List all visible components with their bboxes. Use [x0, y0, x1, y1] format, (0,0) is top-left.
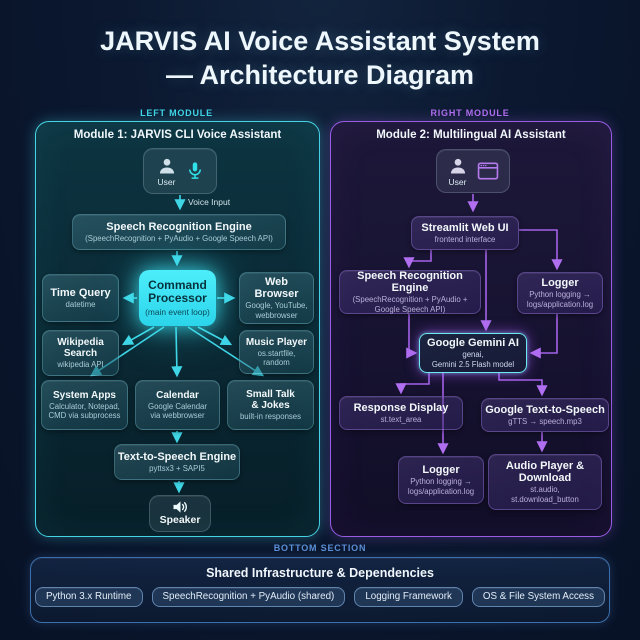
speaker-icon: [173, 501, 187, 513]
node-subtitle: wikipedia API: [57, 360, 104, 370]
node-title: Calendar: [156, 389, 199, 401]
node-title: Speech Recognition Engine: [106, 220, 252, 233]
node-subtitle: Google, YouTube, webbrowser: [245, 301, 308, 320]
pill-os-file-system: OS & File System Access: [471, 587, 605, 607]
node-title: Command Processor: [148, 278, 207, 306]
node-subtitle: Python logging → logs/application.log: [407, 477, 475, 496]
right-user-box: User: [436, 149, 510, 193]
node-title: Response Display: [353, 401, 449, 414]
node-subtitle: (SpeechRecognition + PyAudio + Google Sp…: [352, 295, 468, 314]
node-title: Speaker: [159, 514, 201, 527]
microphone-icon: [188, 162, 201, 179]
node-title: Music Player: [245, 336, 308, 348]
left-module-title: Module 1: JARVIS CLI Voice Assistant: [73, 129, 282, 141]
node-text-to-speech-engine: Text-to-Speech Engine pyttsx3 + SAPI5: [114, 444, 240, 480]
node-music-player: Music Player os.startfile, random: [239, 330, 314, 374]
node-subtitle: pyttsx3 + SAPI5: [149, 463, 205, 473]
dependency-pill-row: Python 3.x Runtime SpeechRecognition + P…: [31, 587, 609, 607]
node-subtitle: datetime: [65, 299, 96, 309]
node-title: System Apps: [53, 389, 116, 401]
pill-logging-framework: Logging Framework: [354, 587, 463, 607]
node-subtitle: (SpeechRecognition + PyAudio + Google Sp…: [85, 233, 273, 243]
user-label: User: [448, 176, 467, 187]
node-subtitle: Calculator, Notepad, CMD via subprocess: [48, 401, 121, 421]
right-module-title: Module 2: Multilingual AI Assistant: [376, 129, 566, 141]
node-title: Web Browser: [254, 275, 299, 301]
node-title: Logger: [422, 464, 460, 476]
pill-python-runtime: Python 3.x Runtime: [35, 587, 143, 607]
node-title: Logger: [541, 277, 579, 289]
node-time-query: Time Query datetime: [42, 274, 119, 322]
node-streamlit-web-ui: Streamlit Web UI frontend interface: [411, 216, 519, 250]
node-title: Speech Recognition Engine: [357, 269, 463, 295]
node-subtitle: os.startfile, random: [257, 348, 296, 368]
node-wikipedia-search: Wikipedia Search wikipedia API: [42, 330, 119, 376]
node-calendar: Calendar Google Calendar via webbrowser: [135, 380, 220, 430]
node-title: Text-to-Speech Engine: [117, 450, 237, 463]
node-title: Small Talk & Jokes: [246, 388, 295, 411]
node-subtitle: st.text_area: [380, 414, 422, 424]
node-command-processor: Command Processor (main event loop): [139, 270, 216, 326]
browser-window-icon: [477, 162, 498, 180]
node-speaker: Speaker: [149, 495, 211, 532]
node-google-gemini-ai: Google Gemini AI genai, Gemini 2.5 Flash…: [419, 333, 527, 373]
node-speech-recognition-engine: Speech Recognition Engine (SpeechRecogni…: [72, 214, 286, 250]
node-web-browser: Web Browser Google, YouTube, webbrowser: [239, 272, 314, 324]
node-google-text-to-speech: Google Text-to-Speech gTTS → speech.mp3: [481, 398, 609, 432]
left-module-panel: Module 1: JARVIS CLI Voice Assistant: [35, 121, 320, 537]
bottom-section-panel: Shared Infrastructure & Dependencies Pyt…: [30, 557, 610, 623]
right-module-label: RIGHT MODULE: [430, 108, 510, 118]
user-label: User: [157, 176, 176, 187]
right-module-panel: Module 2: Multilingual AI Assistant User: [330, 121, 612, 537]
node-title: Time Query: [50, 286, 111, 299]
node-title: Streamlit Web UI: [421, 221, 509, 234]
left-module-label: LEFT MODULE: [140, 108, 213, 118]
voice-input-label: Voice Input: [188, 197, 231, 207]
user-icon: [159, 158, 174, 173]
page-title: JARVIS AI Voice Assistant System — Archi…: [100, 26, 540, 91]
node-subtitle: genai, Gemini 2.5 Flash model: [431, 350, 515, 369]
node-audio-player-download: Audio Player & Download st.audio, st.dow…: [488, 454, 602, 510]
node-subtitle: gTTS → speech.mp3: [508, 416, 582, 426]
user-icon: [450, 158, 465, 173]
node-title: Wikipedia Search: [57, 336, 104, 359]
node-speech-recognition-engine: Speech Recognition Engine (SpeechRecogni…: [339, 270, 481, 314]
bottom-section-title: Shared Infrastructure & Dependencies: [206, 566, 434, 580]
node-subtitle: Google Calendar via webbrowser: [148, 401, 207, 421]
pill-speechrecognition-pyaudio: SpeechRecognition + PyAudio (shared): [151, 587, 346, 607]
node-title: Google Gemini AI: [427, 337, 519, 349]
node-system-apps: System Apps Calculator, Notepad, CMD via…: [41, 380, 128, 430]
node-subtitle: frontend interface: [434, 234, 496, 244]
node-small-talk-jokes: Small Talk & Jokes built-in responses: [227, 380, 314, 430]
node-subtitle: built-in responses: [239, 412, 302, 422]
node-logger-top: Logger Python logging → logs/application…: [517, 272, 603, 314]
bottom-section-label: BOTTOM SECTION: [273, 543, 367, 553]
node-response-display: Response Display st.text_area: [339, 396, 463, 430]
node-logger-bottom: Logger Python logging → logs/application…: [398, 456, 484, 504]
node-title: Audio Player & Download: [505, 459, 585, 485]
left-user-box: User: [143, 148, 217, 194]
node-subtitle: (main event loop): [145, 306, 210, 317]
node-subtitle: st.audio, st.download_button: [511, 485, 579, 504]
node-title: Google Text-to-Speech: [485, 403, 605, 416]
node-subtitle: Python logging → logs/application.log: [526, 290, 594, 309]
